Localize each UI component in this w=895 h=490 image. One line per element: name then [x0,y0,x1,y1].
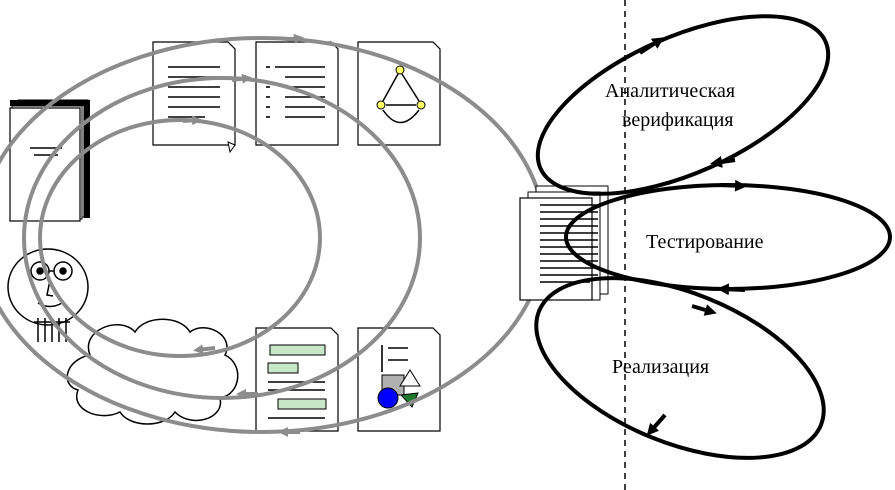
implementation-label: Реализация [612,356,709,378]
testing-label: Тестирование [646,231,764,253]
black-loops [534,14,892,460]
person-face-icon [7,248,89,342]
document-graph-icon [357,41,441,146]
document-list-icon [255,41,339,146]
document-form-icon [255,327,339,432]
grey-loops [0,33,547,437]
analytic-label-line1: Аналитическая [605,80,735,102]
document-text-icon [152,41,236,154]
cloud-icon [66,318,239,425]
central-document-stack-icon [519,185,609,301]
document-shapes-icon [357,327,441,432]
analytic-label-line2: верификация [622,109,733,131]
